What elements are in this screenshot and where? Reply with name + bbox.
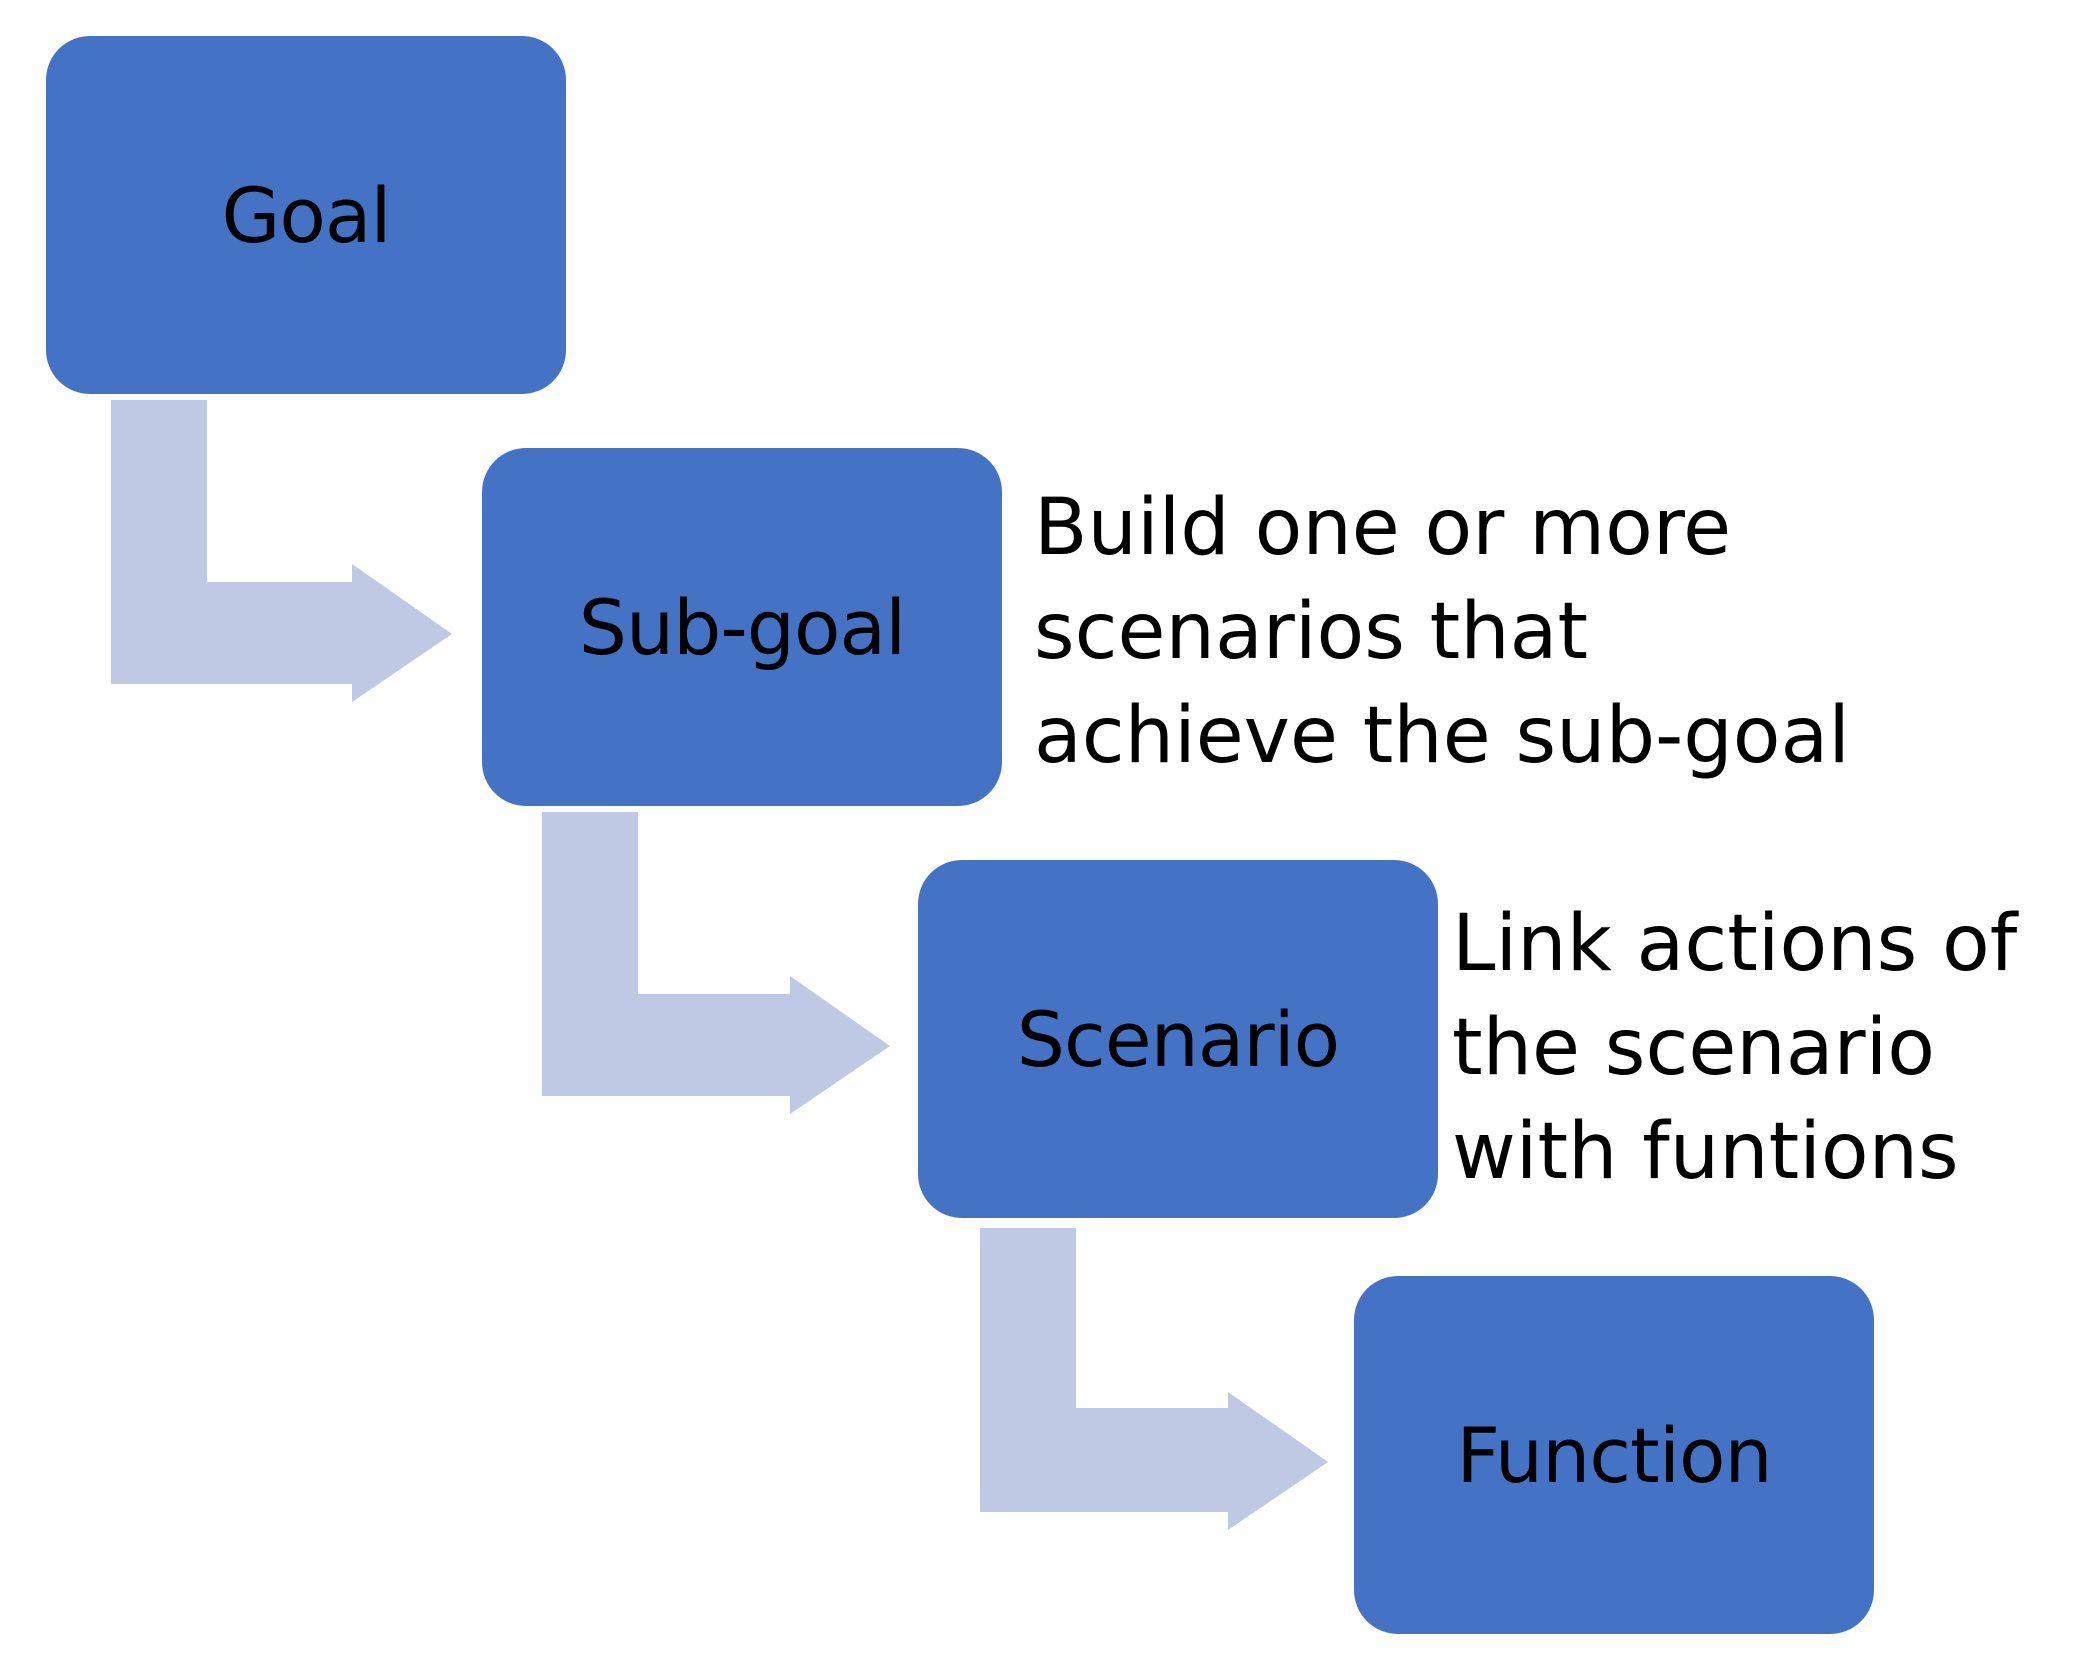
goal-label: Goal: [221, 170, 391, 260]
scenario-annotation-line: Link actions of: [1452, 899, 2018, 989]
subgoal-annotation: Build one or more scenarios that achieve…: [1034, 476, 1850, 788]
function-box: Function: [1354, 1276, 1874, 1634]
bent-arrow-scenario-to-function: [980, 1228, 1328, 1530]
function-label: Function: [1456, 1410, 1772, 1500]
scenario-box: Scenario: [918, 860, 1438, 1218]
subgoal-annotation-line: achieve the sub-goal: [1034, 691, 1850, 781]
scenario-label: Scenario: [1016, 994, 1340, 1084]
goal-box: Goal: [46, 36, 566, 394]
scenario-annotation: Link actions of the scenario with funtio…: [1452, 892, 2017, 1204]
scenario-annotation-line: with funtions: [1452, 1107, 1959, 1197]
subgoal-annotation-line: Build one or more: [1034, 483, 1732, 573]
subgoal-box: Sub-goal: [482, 448, 1002, 806]
subgoal-label: Sub-goal: [578, 582, 907, 672]
bent-arrow-goal-to-subgoal: [111, 400, 452, 702]
scenario-annotation-line: the scenario: [1452, 1003, 1936, 1093]
bent-arrow-subgoal-to-scenario: [542, 812, 890, 1114]
subgoal-annotation-line: scenarios that: [1034, 587, 1589, 677]
